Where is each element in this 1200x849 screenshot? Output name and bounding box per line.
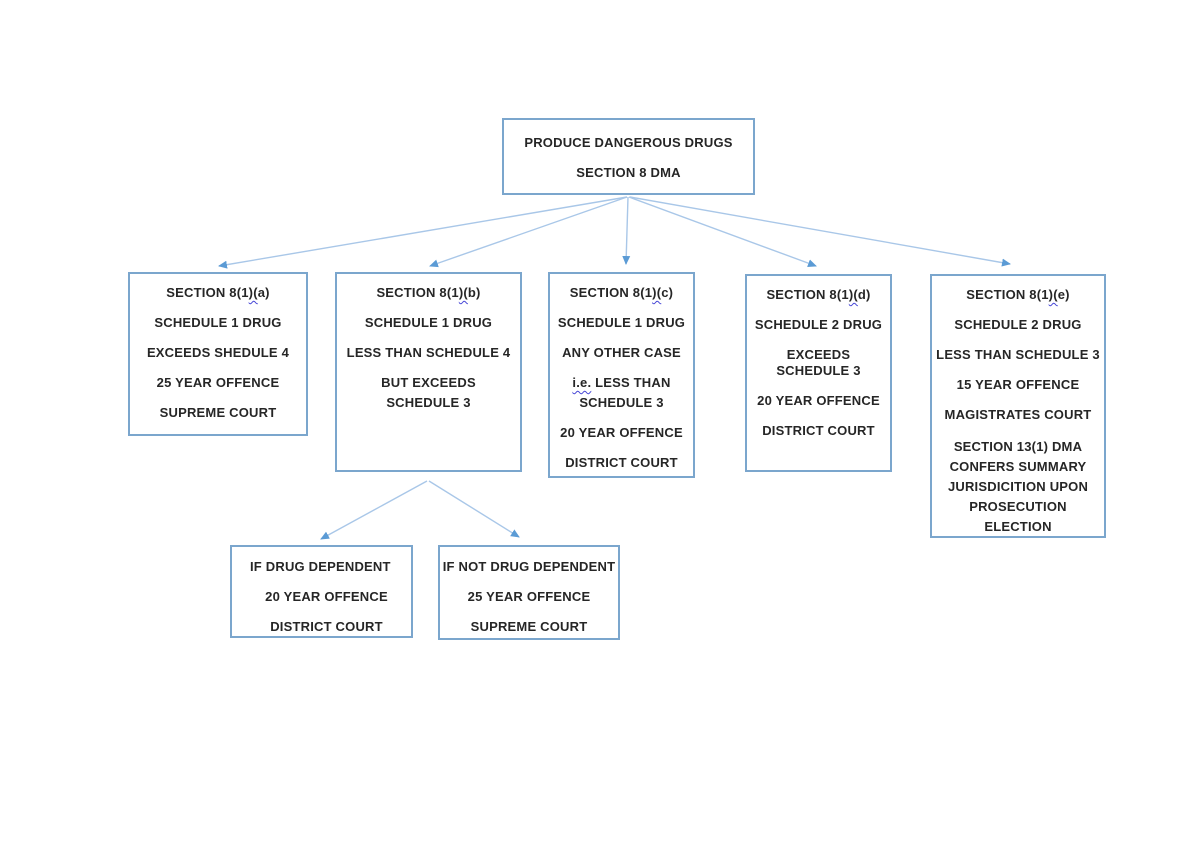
title-text: SECTION 8(1 (766, 287, 849, 302)
node-line: ELECTION (984, 519, 1052, 534)
node-line: i.e. LESS THAN (552, 375, 691, 391)
title-squiggle-text: )( (652, 285, 662, 300)
arrow-root-to-b (429, 196, 628, 268)
title-text: SECTION 8(1 (166, 285, 249, 300)
node-line: LESS THAN SCHEDULE 3 (936, 347, 1100, 362)
node-line: DISTRICT COURT (762, 423, 875, 438)
node-line: CONFERS SUMMARY (949, 459, 1087, 474)
title-squiggle-text: )( (458, 285, 468, 300)
abbrev-squiggle-text: i.e. (572, 375, 592, 390)
node-line: 15 YEAR OFFENCE (956, 377, 1080, 392)
node-line: 25 YEAR OFFENCE (467, 589, 591, 604)
node-line: ANY OTHER CASE (562, 345, 681, 360)
node-line: PROSECUTION (969, 499, 1067, 514)
node-line: 20 YEAR OFFENCE (757, 393, 880, 408)
arrow-b-to-not-drug-dependent (428, 480, 520, 538)
title-text: a) (257, 285, 270, 300)
node-line: EXCEEDS SCHEDULE 3 (776, 347, 861, 378)
node-line: SCHEDULE 2 DRUG (954, 317, 1082, 332)
node-line: SCHEDULE 1 DRUG (154, 315, 282, 330)
title-text: SECTION 8(1 (569, 285, 653, 300)
arrow-root-to-e (629, 196, 1011, 267)
node-section-8-1-d: SECTION 8(1)(d) SCHEDULE 2 DRUG EXCEEDS … (745, 274, 892, 472)
node-if-drug-dependent: IF DRUG DEPENDENT 20 YEAR OFFENCE DISTRI… (230, 545, 413, 638)
title-text: c) (661, 285, 674, 300)
node-line: SCHEDULE 1 DRUG (364, 315, 493, 330)
node-line: PRODUCE DANGEROUS DRUGS (524, 135, 733, 150)
title-text: e) (1057, 287, 1070, 302)
node-line: SCHEDULE 3 (579, 395, 664, 410)
node-title: SECTION 8(1)(a) (132, 285, 304, 301)
arrow-root-to-c (622, 196, 631, 265)
node-line: DISTRICT COURT (565, 455, 678, 470)
node-line: SUPREME COURT (470, 619, 588, 634)
node-line: IF DRUG DEPENDENT (250, 559, 391, 574)
title-text: SECTION 8(1 (376, 285, 459, 300)
node-section-8-1-a: SECTION 8(1)(a) SCHEDULE 1 DRUG EXCEEDS … (128, 272, 308, 436)
node-line: 25 YEAR OFFENCE (156, 375, 280, 390)
node-note: SECTION 13(1) DMA CONFERS SUMMARY JURISD… (934, 437, 1102, 537)
node-if-not-drug-dependent: IF NOT DRUG DEPENDENT 25 YEAR OFFENCE SU… (438, 545, 620, 640)
node-line: SECTION 8 DMA (576, 165, 681, 180)
node-line: LESS THAN SCHEDULE 4 (346, 345, 511, 360)
node-produce-dangerous-drugs: PRODUCE DANGEROUS DRUGS SECTION 8 DMA (502, 118, 755, 195)
title-squiggle-text: )( (848, 287, 858, 302)
node-title: SECTION 8(1)(e) (934, 287, 1102, 303)
node-title: SECTION 8(1)(d) (749, 287, 888, 303)
node-section-8-1-e: SECTION 8(1)(e) SCHEDULE 2 DRUG LESS THA… (930, 274, 1106, 538)
node-title: SECTION 8(1)(c) (552, 285, 691, 301)
arrow-b-to-drug-dependent (320, 480, 428, 540)
node-line: SCHEDULE 2 DRUG (754, 317, 883, 332)
node-line: SCHEDULE 1 DRUG (557, 315, 686, 330)
node-line: IF NOT DRUG DEPENDENT (442, 559, 616, 574)
title-text: d) (857, 287, 871, 302)
node-line: EXCEEDS SHEDULE 4 (146, 345, 290, 360)
node-title: SECTION 8(1)(b) (339, 285, 518, 301)
node-line: DISTRICT COURT (270, 619, 383, 634)
title-squiggle-text: )( (1048, 287, 1058, 302)
node-line: MAGISTRATES COURT (944, 407, 1092, 422)
node-line: SCHEDULE 3 (386, 395, 471, 410)
title-text: b) (467, 285, 481, 300)
title-squiggle-text: )( (248, 285, 258, 300)
node-line: BUT EXCEEDS (381, 375, 476, 390)
node-line: SUPREME COURT (159, 405, 277, 420)
node-line: 20 YEAR OFFENCE (560, 425, 683, 440)
node-section-8-1-b: SECTION 8(1)(b) SCHEDULE 1 DRUG LESS THA… (335, 272, 522, 472)
arrow-root-to-d (628, 196, 817, 267)
node-line: SECTION 13(1) DMA (953, 439, 1083, 454)
arrow-root-to-a (218, 196, 628, 269)
node-line: 20 YEAR OFFENCE (265, 589, 388, 604)
node-section-8-1-c: SECTION 8(1)(c) SCHEDULE 1 DRUG ANY OTHE… (548, 272, 695, 478)
node-line: JURISDICITION UPON (947, 479, 1089, 494)
line-text: LESS THAN (595, 375, 671, 390)
title-text: SECTION 8(1 (966, 287, 1049, 302)
